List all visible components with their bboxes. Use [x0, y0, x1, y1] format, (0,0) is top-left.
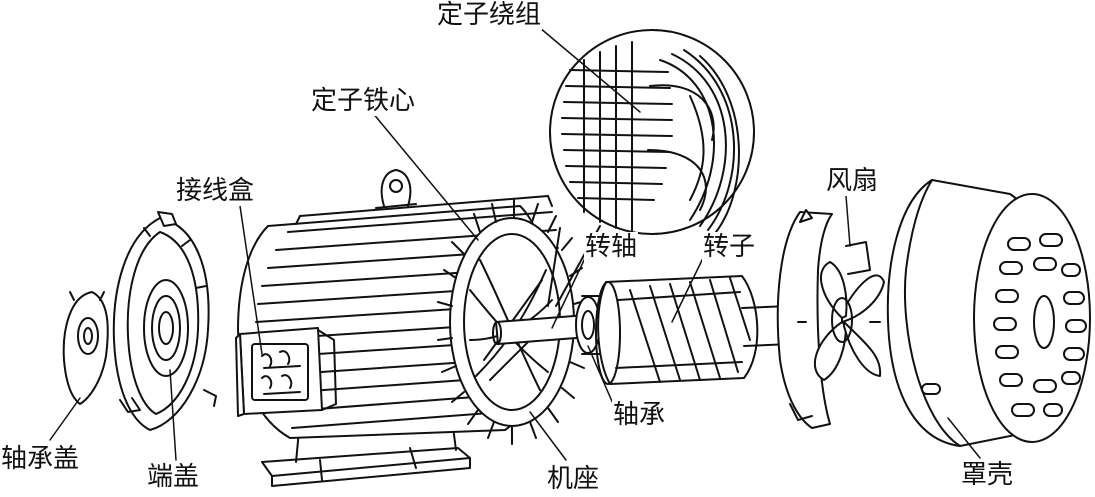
end-cover-part: [112, 211, 217, 431]
leader-shaft: [551, 255, 587, 329]
label-bearing: 轴承: [612, 400, 667, 430]
label-shaft: 转轴: [584, 232, 639, 262]
fan-part: [776, 209, 885, 429]
leader-fan-cover: [947, 417, 981, 459]
winding-zoom-inset: [549, 29, 755, 235]
label-stator-core: 定子铁心: [310, 86, 417, 116]
terminal-box-part: [235, 327, 337, 417]
leader-frame: [529, 411, 567, 461]
label-fan: 风扇: [825, 166, 880, 196]
label-fan-cover: 罩壳: [960, 460, 1015, 490]
label-bearing-cap: 轴承盖: [0, 444, 81, 474]
rotor-part: [595, 275, 793, 385]
leader-fan: [845, 195, 851, 247]
leader-terminal-box: [239, 205, 263, 355]
leader-end-cover: [169, 369, 177, 461]
leader-bearing-cap: [49, 397, 81, 441]
label-frame: 机座: [546, 464, 601, 494]
fan-cover-part: [886, 179, 1091, 447]
leader-rotor: [671, 255, 705, 323]
label-terminal-box: 接线盒: [175, 176, 256, 206]
leader-bearing: [587, 345, 615, 407]
leader-lines: [49, 27, 981, 461]
leader-stator-winding: [539, 27, 641, 113]
bearing-cap-part: [62, 291, 109, 405]
label-end-cover: 端盖: [146, 462, 201, 492]
leader-stator-core: [371, 111, 479, 241]
fan-cover-vents: [921, 233, 1087, 417]
bearing-part: [575, 295, 601, 355]
label-rotor: 转子: [702, 232, 757, 262]
label-stator-winding: 定子绕组: [436, 0, 543, 30]
